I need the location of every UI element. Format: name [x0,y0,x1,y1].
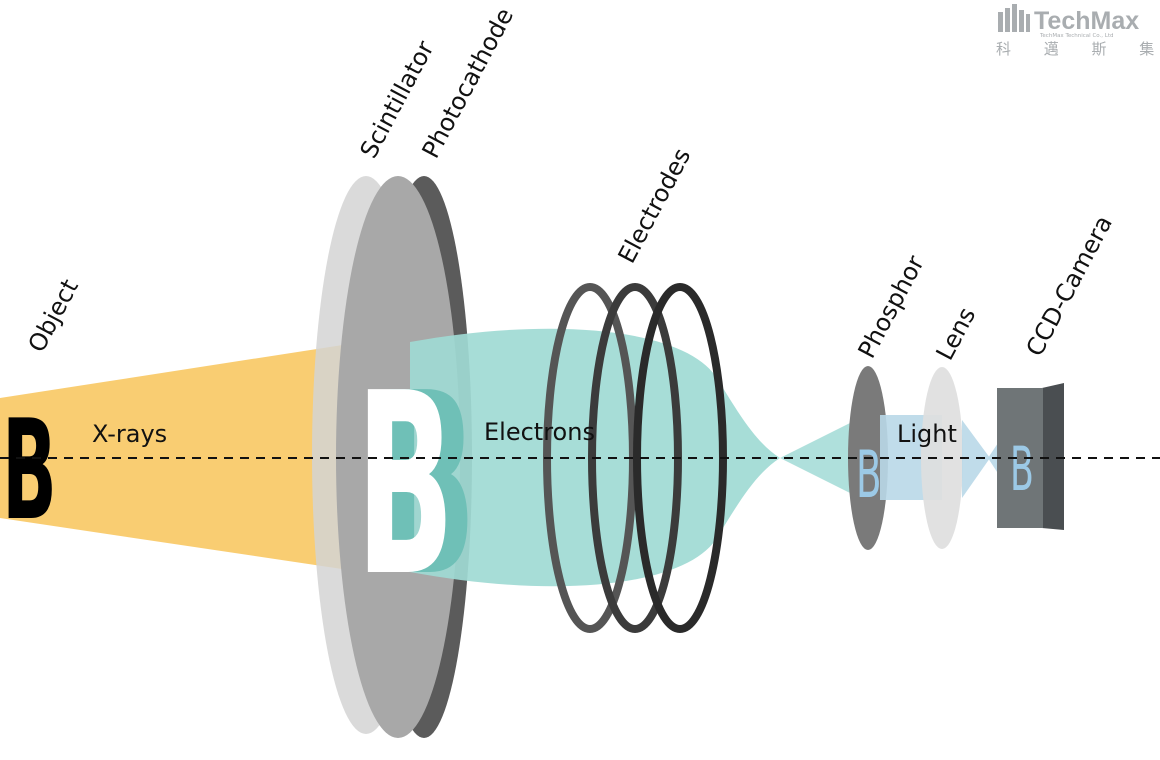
ccd-letter: B [1010,434,1034,505]
techmax-logo-cjk: 科 邁 斯 集 團 [996,40,1160,58]
phosphor-letter: B [856,437,882,513]
label-object: Object [23,275,84,357]
photocathode-disc [336,176,460,738]
ccd-camera-side [1042,383,1064,530]
scintillator-letter-shadow: B [378,341,476,633]
ccd-camera [997,388,1043,528]
label-phosphor: Phosphor [853,251,930,363]
techmax-logo-subtitle: TechMax Technical Co., Ltd [1039,33,1114,39]
label-xrays: X-rays [92,420,167,448]
label-light: Light [897,420,957,448]
lens [921,367,963,549]
label-photocathode: Photocathode [417,3,520,162]
techmax-logo-name: TechMax [1034,7,1139,35]
object-letter: B [2,390,57,550]
scintillator-letter: B [356,341,454,633]
techmax-logo: TechMax TechMax Technical Co., Ltd 科 邁 斯… [996,4,1160,58]
label-electrodes: Electrodes [613,144,697,268]
label-lens: Lens [931,303,982,365]
techmax-logo-mark [998,4,1030,32]
label-electrons: Electrons [484,418,595,446]
label-ccd-camera: CCD-Camera [1021,211,1118,361]
